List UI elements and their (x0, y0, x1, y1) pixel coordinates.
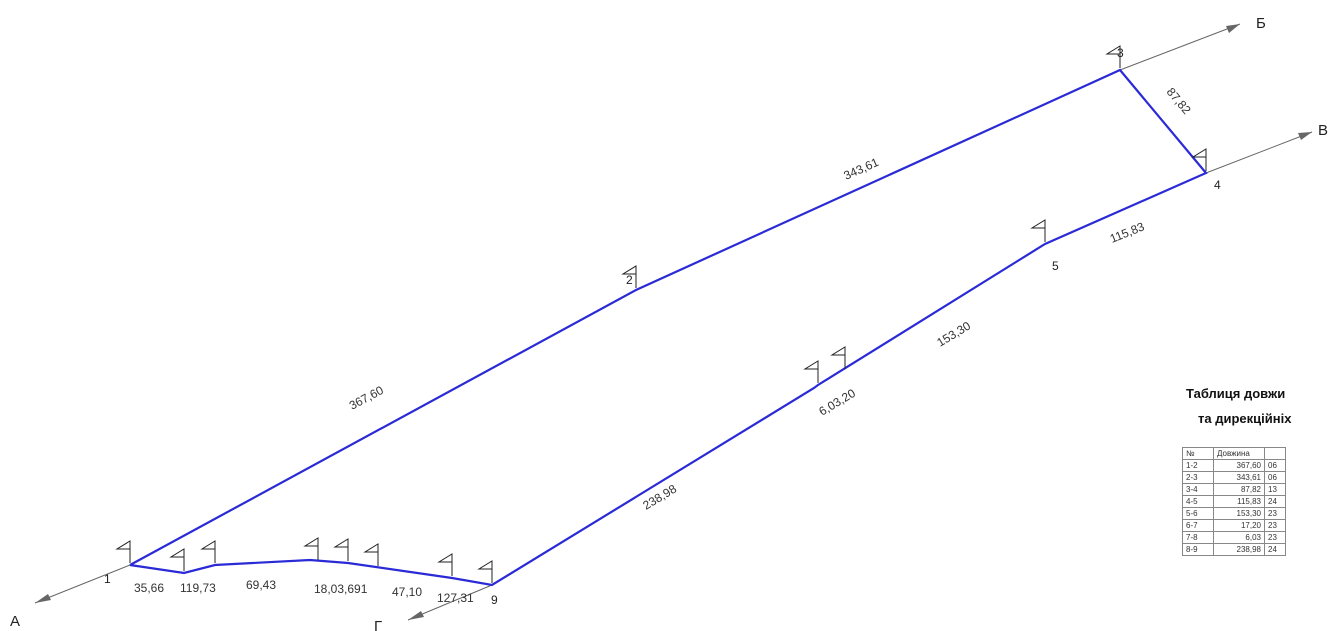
cell-segment: 6-7 (1182, 519, 1214, 532)
direction-label-b: Б (1256, 15, 1266, 32)
segment-label-8-9: 238,98 (640, 481, 679, 512)
segment-label-south-1: 35,66 (134, 581, 164, 595)
point-label-2: 2 (626, 273, 633, 287)
cell-angle: 23 (1264, 507, 1286, 520)
cell-length: 87,82 (1213, 483, 1265, 496)
cell-segment: 8-9 (1182, 543, 1214, 556)
marker-flag-10 (303, 537, 319, 560)
marker-flag-14 (477, 560, 493, 583)
direction-label-v: В (1318, 122, 1328, 139)
cell-length: 238,98 (1213, 543, 1265, 556)
cell-segment: 7-8 (1182, 531, 1214, 544)
marker-flag-7 (830, 346, 846, 369)
cell-segment: 1-2 (1182, 459, 1214, 472)
direction-label-a: А (10, 613, 20, 630)
cell-angle: 13 (1264, 483, 1286, 496)
plot-boundary (129, 68, 1208, 587)
header-number: № (1182, 447, 1214, 460)
direction-line-a (34, 564, 131, 604)
table-title-line2: та дирекційніх (1198, 411, 1292, 426)
point-label-3: 3 (1117, 46, 1124, 60)
cell-angle: 24 (1264, 543, 1286, 556)
point-label-5: 5 (1052, 259, 1059, 273)
cell-length: 343,61 (1213, 471, 1265, 484)
cell-length: 17,20 (1213, 519, 1265, 532)
segment-label-south-6: 127,31 (437, 591, 474, 605)
arrow-head-g (408, 611, 424, 620)
marker-flag-11 (333, 538, 349, 561)
table-title-line1: Таблиця довжи (1186, 386, 1286, 401)
cell-length: 115,83 (1213, 495, 1265, 508)
table-header-row: № Довжина (1182, 447, 1286, 460)
segment-label-6-8: 6,03,20 (816, 386, 858, 419)
direction-label-g: Г (374, 618, 382, 631)
segment-label-2-3: 343,61 (842, 155, 882, 183)
marker-flag-12 (363, 543, 379, 566)
segment-label-south-3: 69,43 (246, 578, 276, 592)
segment-label-4-5: 115,83 (1108, 219, 1147, 246)
point-label-1: 1 (104, 572, 111, 586)
cell-angle: 06 (1264, 459, 1286, 472)
marker-flag-8 (169, 548, 185, 571)
header-angle (1264, 447, 1286, 460)
marker-flag-13 (437, 553, 453, 576)
marker-flag-5 (1030, 219, 1046, 242)
marker-flag-9 (200, 540, 216, 563)
arrow-head-b (1226, 24, 1240, 33)
marker-flag-3 (1105, 45, 1121, 68)
segment-label-south-2: 119,73 (180, 581, 216, 595)
point-label-9: 9 (491, 593, 498, 607)
segment-label-3-4: 87,82 (1164, 85, 1194, 117)
marker-flag-4 (1191, 148, 1207, 171)
marker-flag-2 (621, 265, 637, 288)
cell-segment: 2-3 (1182, 471, 1214, 484)
cell-segment: 4-5 (1182, 495, 1214, 508)
cell-angle: 23 (1264, 519, 1286, 532)
cell-length: 6,03 (1213, 531, 1265, 544)
arrow-head-a (35, 594, 51, 603)
point-label-4: 4 (1214, 178, 1221, 192)
direction-line-b (1119, 23, 1241, 71)
cell-length: 367,60 (1213, 459, 1265, 472)
arrow-head-v (1298, 132, 1312, 140)
cell-segment: 3-4 (1182, 483, 1214, 496)
cell-segment: 5-6 (1182, 507, 1214, 520)
cell-length: 153,30 (1213, 507, 1265, 520)
cell-angle: 23 (1264, 531, 1286, 544)
header-length: Довжина (1213, 447, 1265, 460)
cell-angle: 24 (1264, 495, 1286, 508)
marker-flag-6 (803, 360, 819, 383)
direction-line-v (1205, 131, 1313, 174)
segment-label-1-2: 367,60 (347, 383, 386, 413)
cell-angle: 06 (1264, 471, 1286, 484)
segment-label-5-6: 153,30 (934, 318, 973, 349)
marker-flag-1 (115, 540, 131, 563)
segment-label-south-5: 47,10 (392, 585, 422, 599)
segment-label-south-4: 18,03,691 (314, 582, 368, 596)
